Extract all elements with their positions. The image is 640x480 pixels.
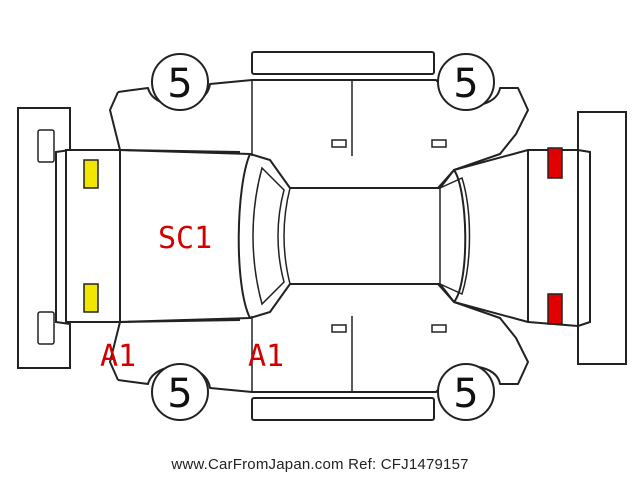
front-lamp-bottom [83, 283, 99, 313]
wheel-front-left: 5 [151, 53, 209, 111]
rear-lamp-bottom [547, 293, 563, 325]
roof-rail-top [251, 51, 435, 75]
roof-rail-bottom [251, 397, 435, 421]
cabin-roof [249, 153, 471, 319]
wheel-rear-left: 5 [151, 363, 209, 421]
wheel-front-right: 5 [437, 53, 495, 111]
wheel-rear-left-score: 5 [167, 371, 192, 417]
wheel-rear-right-score: 5 [453, 371, 478, 417]
damage-code-front-bumper-left: A1 [100, 339, 136, 374]
rear-lamp-top [547, 147, 563, 179]
damage-code-hood: SC1 [158, 221, 212, 256]
wheel-front-right-score: 5 [453, 61, 478, 107]
rear-bumper [577, 111, 627, 365]
wheel-front-left-score: 5 [167, 61, 192, 107]
front-lamp-top [83, 159, 99, 189]
front-bumper [17, 107, 71, 369]
watermark-text: www.CarFromJapan.com Ref: CFJ1479157 [171, 456, 469, 473]
damage-code-front-pillar-left: A1 [248, 339, 284, 374]
wheel-rear-right: 5 [437, 363, 495, 421]
